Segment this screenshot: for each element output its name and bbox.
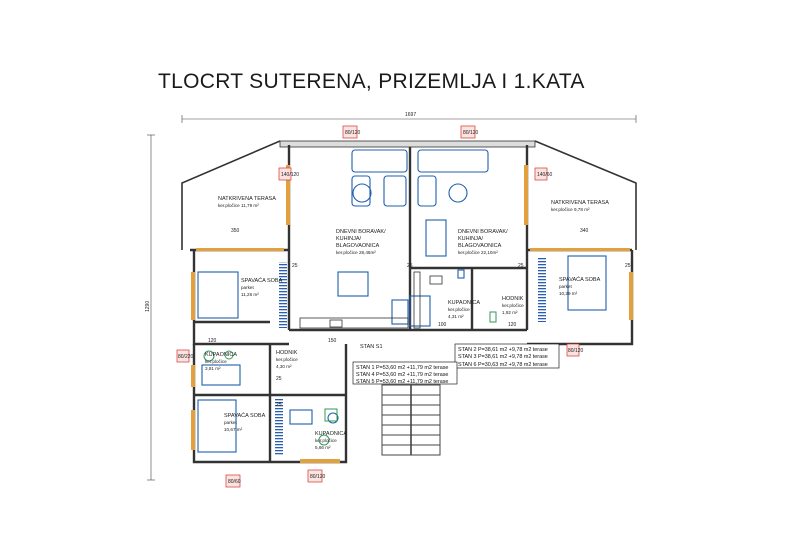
plan-label: DNEVNI BORAVAK/ — [336, 229, 386, 235]
door-tag-bathroom-left: 80/220 — [178, 354, 194, 360]
staircase — [381, 384, 441, 456]
plan-label: ker.pločice 28,46m² — [336, 250, 376, 255]
door-tag-top-right: 80/120 — [463, 130, 479, 136]
overall-dimension-top — [181, 115, 637, 123]
plan-label: 10,67 m² — [224, 427, 243, 432]
plan-label: SPAVAĆA SOBA — [224, 412, 266, 419]
plan-label: parket — [559, 284, 572, 289]
plan-label: STAN 4 P=53,60 m2 +11,79 m2 terase — [356, 372, 448, 378]
plan-label: 1,92 m² — [502, 310, 518, 315]
plan-label: ker.pločice — [502, 303, 524, 308]
plan-label: 11,26 m² — [241, 292, 259, 297]
plan-label: 120 — [208, 338, 217, 344]
plan-label: ker.pločice — [448, 307, 470, 312]
plan-label: KUHINJA/ — [336, 236, 362, 242]
plan-label: BLAGOVAONICA — [458, 243, 502, 249]
plan-label: KUHINJA/ — [458, 236, 484, 242]
plan-label: ker.pločice 9,78 m² — [551, 207, 590, 212]
plan-label: 25 — [407, 263, 413, 269]
door-tag-bottom-left: 80/60 — [228, 479, 241, 485]
sanitary-fixtures — [203, 311, 497, 446]
plan-label: SPAVAĆA SOBA — [559, 276, 601, 283]
door-tag-top-left: 80/120 — [345, 130, 361, 136]
plan-label: STAN 2 P=38,61 m2 +9,78 m2 terase — [458, 347, 548, 353]
plan-label: ker.pločice 11,79 m² — [218, 203, 259, 208]
plan-label: parket — [241, 285, 254, 290]
plan-label: NATKRIVENA TERASA — [218, 196, 276, 202]
plan-label: KUPAONICA — [315, 431, 347, 437]
plan-label: 4,31 m² — [448, 314, 464, 319]
plan-label: 350 — [231, 228, 240, 234]
closet-right — [538, 258, 546, 322]
overall-width-label: 1697 — [405, 112, 416, 118]
plan-label: STAN S1 — [360, 344, 383, 350]
overall-dimension-left — [147, 134, 155, 481]
door-tag-bathroom-right: 80/120 — [568, 348, 584, 354]
furniture — [197, 149, 607, 453]
plan-label: 25 — [276, 402, 282, 408]
plan-label: 25 — [625, 263, 631, 269]
plan-label: SPAVAĆA SOBA — [241, 277, 283, 284]
terrace-left-outline — [181, 140, 281, 250]
plan-label: STAN 6 P=30,63 m2 +9,78 m2 terase — [458, 362, 548, 368]
kitchen-counters — [299, 271, 443, 329]
plan-label: 25 — [292, 263, 298, 269]
plan-label: 100 — [438, 322, 447, 328]
plan-label: HODNIK — [502, 296, 524, 302]
closet-left-top — [279, 262, 287, 328]
plan-label: ker.pločice 22,10m² — [458, 250, 498, 255]
plan-label: 150 — [328, 338, 337, 344]
plan-label: 10,29 m² — [559, 291, 578, 296]
plan-label: 120 — [508, 322, 517, 328]
plan-label: 4,30 m² — [276, 364, 292, 369]
plan-label: 5,66 m² — [315, 445, 331, 450]
stan-table: STAN 2 P=38,61 m2 +9,78 m2 terase STAN 3… — [352, 343, 560, 385]
closet-left-bottom — [275, 398, 283, 456]
door-tag-bottom-right: 80/120 — [310, 474, 326, 480]
door-tag-right: 140/60 — [537, 172, 553, 178]
plan-label: parket — [224, 420, 237, 425]
plan-label: BLAGOVAONICA — [336, 243, 380, 249]
plan-label: 25 — [276, 376, 282, 382]
plan-label: ker.pločice — [205, 359, 227, 364]
plan-label: KUPAONICA — [448, 300, 480, 306]
plan-label: STAN 3 P=38,61 m2 +9,78 m2 terase — [458, 354, 548, 360]
plan-label: ker.pločice — [315, 438, 337, 443]
door-tag-left: 140/120 — [281, 172, 299, 178]
plan-label: STAN 1 P=53,60 m2 +11,79 m2 terase — [356, 365, 448, 371]
plan-label: DNEVNI BORAVAK/ — [458, 229, 508, 235]
room-labels: NATKRIVENA TERASA ker.pločice 11,79 m² N… — [205, 196, 609, 450]
plan-label: NATKRIVENA TERASA — [551, 200, 609, 206]
small-dimensions: 350 25 25 25 25 340 100 120 150 120 25 2… — [208, 228, 631, 408]
plan-label: KUPAONICA — [205, 352, 237, 358]
red-tags — [176, 125, 580, 488]
plan-label: HODNIK — [276, 350, 298, 356]
wood-accents — [191, 165, 633, 463]
plan-label: STAN 5 P=53,60 m2 +11,79 m2 terase — [356, 379, 448, 385]
plan-label: 25 — [518, 263, 524, 269]
overall-height-label: 1290 — [145, 301, 151, 312]
plan-label: ker.pločice — [276, 357, 298, 362]
plan-label: 340 — [580, 228, 589, 234]
terrace-right-outline — [534, 140, 637, 250]
plan-label: 3,81 m² — [205, 366, 221, 371]
page-title: TLOCRT SUTERENA, PRIZEMLJA I 1.KATA — [158, 70, 585, 93]
